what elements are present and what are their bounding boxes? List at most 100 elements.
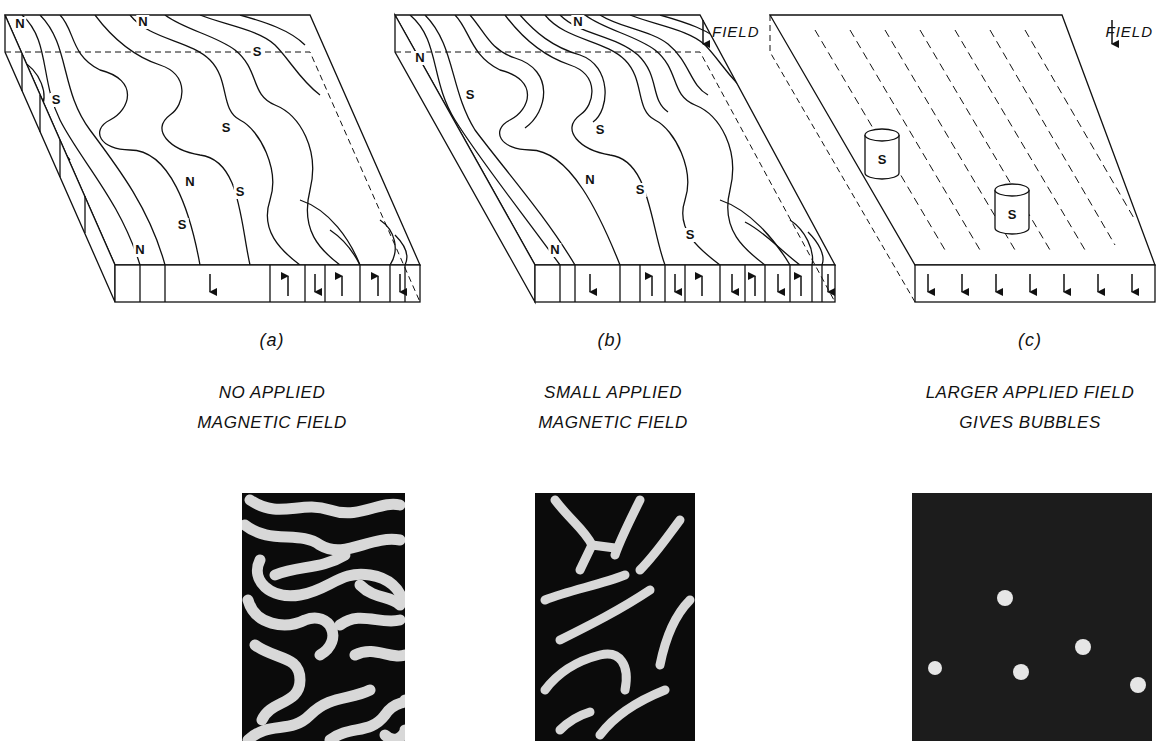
- film-block-a-part: [21, 54, 22, 91]
- photo-strip-domains-part-part: [560, 712, 590, 730]
- film-block-a-part: [359, 265, 360, 302]
- film-block-a: [5, 15, 420, 302]
- film-block-b-part-part: [777, 274, 779, 292]
- photo-strip-domains-part: [545, 500, 690, 735]
- film-block-a-part-part: [200, 15, 320, 95]
- film-block-a-part-part: [60, 15, 200, 265]
- photo-strip-domains-part-part: [555, 500, 592, 545]
- film-block-b-part-part: [790, 220, 813, 265]
- film-block-a-part-part: [240, 15, 305, 45]
- photo-bubble-domains-part-part: [1075, 639, 1091, 655]
- film-block-c-part-part: [1029, 274, 1031, 292]
- film-block-a-part-part: [341, 276, 343, 296]
- film-block-a-part: [115, 265, 420, 302]
- film-block-a-part: [304, 265, 305, 302]
- caption: LARGER APPLIED FIELD GIVES BUBBLES: [914, 378, 1146, 438]
- caption: NO APPLIED MAGNETIC FIELD: [182, 378, 362, 438]
- photo-strip-domains-part-part: [600, 690, 665, 735]
- film-block-b-part: [811, 265, 812, 302]
- field-label: FIELD: [1105, 24, 1153, 40]
- photo-stripe-domains-part-part: [355, 651, 405, 656]
- film-block-a-part: [210, 274, 400, 296]
- pole-label: S: [50, 93, 63, 107]
- film-block-a-part-part: [399, 274, 401, 292]
- film-block-a-part-part: [314, 274, 316, 292]
- film-block-b-part-part: [455, 15, 620, 265]
- film-block-b-part: [395, 52, 835, 302]
- film-block-b-part-part: [585, 15, 765, 265]
- film-block-c-part-part: [990, 30, 1115, 245]
- film-block-b-part: [574, 265, 575, 302]
- photo-stripe-domains-part-part: [245, 525, 400, 550]
- pole-label: N: [548, 243, 561, 257]
- photo-bubble-domains-part-part: [1130, 677, 1146, 693]
- film-block-b: [395, 15, 835, 302]
- photo-stripe-domains-part-part: [255, 645, 300, 720]
- film-block-a-part: [5, 15, 115, 302]
- photo-bubble-domains-part-part: [997, 590, 1013, 606]
- film-block-b-part: [744, 265, 745, 302]
- film-block-c-part-part: [1097, 274, 1099, 292]
- pole-label: S: [176, 218, 189, 232]
- film-block-a-part-part: [22, 15, 140, 265]
- photo-strip-domains-part-part: [660, 600, 690, 665]
- photo-stripe-domains: [242, 493, 405, 741]
- pole-label: N: [583, 173, 596, 187]
- film-block-a-part-part: [330, 230, 360, 265]
- pole-label: N: [13, 17, 26, 31]
- photo-strip-domains-part-part: [592, 545, 615, 548]
- panel-letter: (b): [598, 330, 623, 351]
- photo-stripe-domains-part-part: [250, 500, 400, 513]
- film-block-b-part: [639, 265, 640, 302]
- film-block-b-part-part: [545, 15, 720, 265]
- film-block-b-part-part: [410, 15, 560, 265]
- pole-label: N: [571, 15, 584, 29]
- film-block-c-part-part: [865, 129, 899, 141]
- photo-bubble-domains: [912, 493, 1152, 741]
- film-block-b-part-part: [410, 60, 460, 160]
- film-block-b-part: [719, 265, 720, 302]
- pole-label: S: [220, 121, 233, 135]
- film-block-c-part-part: [995, 184, 1029, 196]
- film-block-c-part-part: [1063, 274, 1065, 292]
- film-block-b-part: [664, 265, 665, 302]
- film-block-a-part-part: [395, 235, 407, 265]
- film-block-b-part-part: [731, 274, 733, 292]
- panel-letter: (c): [1018, 330, 1042, 351]
- film-block-b-part-part: [651, 276, 653, 296]
- film-block-a-part: [139, 265, 140, 302]
- pole-label: S: [234, 185, 247, 199]
- film-block-b-part-part: [808, 232, 823, 265]
- film-block-b-part: [410, 15, 823, 265]
- film-block-c-part-part: [1025, 30, 1135, 220]
- film-block-c-part: [928, 274, 1132, 292]
- film-block-b-part: [702, 20, 704, 44]
- film-block-a-part: [164, 265, 165, 302]
- photo-stripe-domains-part-part: [385, 730, 405, 739]
- film-block-c-part-part: [815, 30, 945, 250]
- film-block-a-part: [59, 140, 60, 177]
- photo-stripe-domains-part-part: [340, 618, 400, 625]
- photo-strip-domains-part: [535, 493, 695, 741]
- film-block-c-part-part: [995, 274, 997, 292]
- film-block-b-part-part: [720, 200, 790, 265]
- film-block-a-part: [389, 265, 390, 302]
- film-block-b-part-part: [745, 222, 800, 265]
- panel-letter: (a): [260, 330, 285, 351]
- film-block-b-part-part: [589, 274, 591, 292]
- film-block-a-part: [84, 196, 85, 233]
- photo-strip-domains-part-part: [640, 520, 680, 570]
- film-block-b-part: [764, 265, 765, 302]
- film-block-a-part-part: [380, 220, 395, 265]
- photo-bubble-domains-part-part: [928, 661, 942, 675]
- film-block-b-part-part: [800, 276, 802, 296]
- film-block-a-part-part: [300, 200, 360, 265]
- film-block-a-part: [20, 15, 407, 265]
- pole-label: S: [876, 153, 889, 167]
- film-block-b-part-part: [674, 274, 676, 292]
- pole-label: N: [133, 243, 146, 257]
- photo-strip-domains-part-part: [545, 575, 625, 600]
- caption: SMALL APPLIED MAGNETIC FIELD: [523, 378, 703, 438]
- film-block-c-part: [770, 15, 915, 302]
